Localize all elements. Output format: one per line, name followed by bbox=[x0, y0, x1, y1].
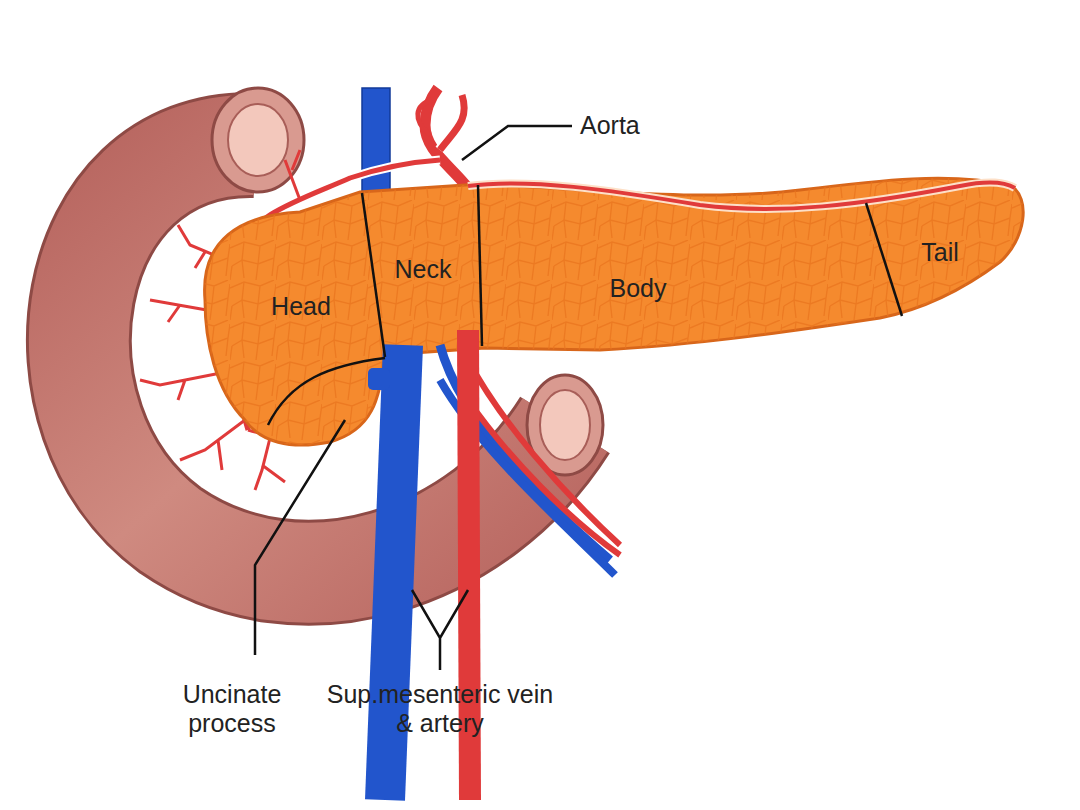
part-label: Sup.mesenteric vein & artery bbox=[320, 680, 560, 738]
aorta-leader bbox=[462, 126, 572, 160]
vein-stub bbox=[368, 368, 390, 390]
duodenum-lumen bbox=[228, 104, 288, 176]
artery-branch bbox=[180, 420, 245, 470]
region-label: Head bbox=[271, 292, 331, 321]
artery-branch bbox=[285, 150, 300, 200]
aorta-vessel bbox=[425, 88, 468, 188]
splenic-artery-halo bbox=[468, 182, 1015, 209]
splenic-artery bbox=[468, 182, 1015, 209]
artery-branch bbox=[468, 360, 620, 545]
region-lines bbox=[268, 185, 902, 425]
aorta-halo bbox=[425, 88, 468, 188]
pancreas bbox=[205, 178, 1024, 445]
neck-boundary bbox=[362, 193, 385, 357]
leader-lines bbox=[255, 126, 572, 670]
artery-branch bbox=[468, 400, 620, 555]
pancreas-texture bbox=[205, 178, 1024, 445]
region-label: Tail bbox=[921, 238, 959, 267]
region-label: Body bbox=[610, 274, 667, 303]
aorta-branch-halo bbox=[440, 95, 464, 150]
neck-body-boundary bbox=[478, 185, 482, 346]
artery-branch bbox=[255, 438, 285, 490]
aorta-branch bbox=[440, 95, 464, 150]
uncinate-boundary bbox=[268, 358, 385, 425]
region-label: Neck bbox=[395, 255, 452, 284]
uncinate-leader bbox=[255, 420, 345, 655]
jejunum-lumen bbox=[540, 390, 590, 460]
part-label: Aorta bbox=[580, 111, 640, 140]
part-label: Uncinate process bbox=[157, 680, 307, 738]
aorta-branch bbox=[418, 100, 432, 135]
tail-boundary bbox=[866, 203, 902, 316]
portal-vein bbox=[362, 88, 390, 203]
vessel-leader bbox=[412, 590, 468, 670]
